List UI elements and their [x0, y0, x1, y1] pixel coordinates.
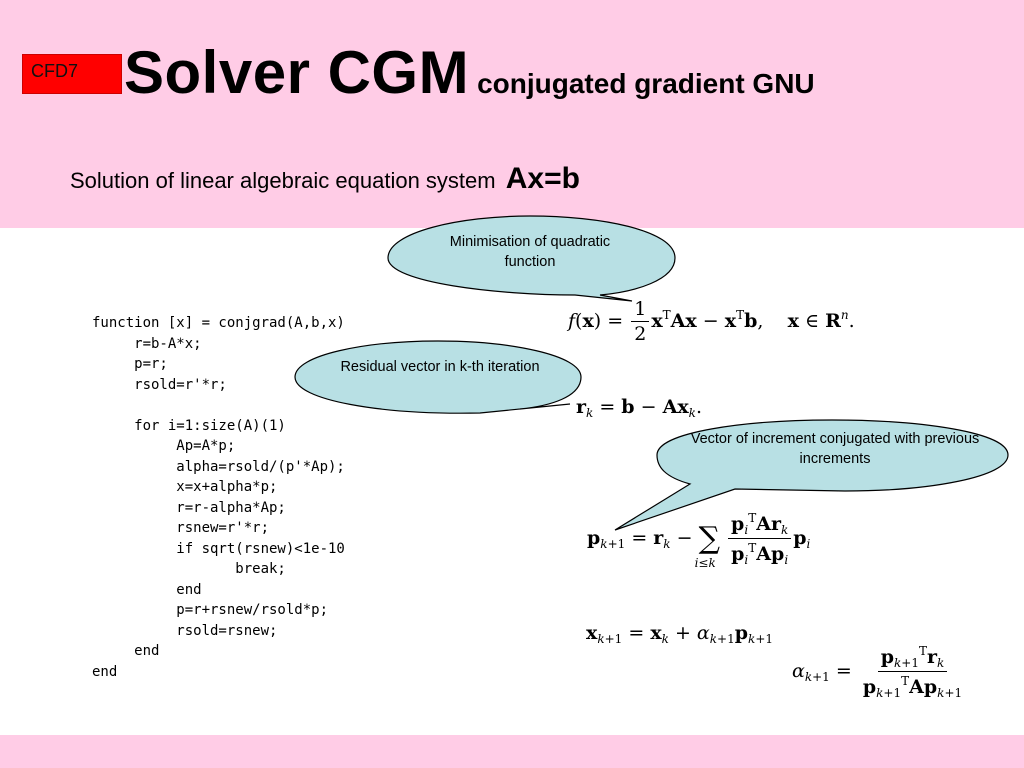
code-line: x=x+alpha*p;	[92, 479, 278, 495]
callout-increment: Vector of increment conjugated with prev…	[690, 431, 980, 467]
footer-band	[0, 735, 1024, 768]
code-block: function [x] = conjgrad(A,b,x) r=b-A*x; …	[92, 313, 345, 682]
formula-update-x: xk+1 = xk + αk+1pk+1	[586, 622, 774, 646]
title-main: Solver CGM	[124, 39, 470, 106]
code-line: end	[92, 581, 202, 598]
code-line: end	[92, 663, 118, 680]
code-line: p=r;	[92, 356, 168, 372]
code-line: r=b-A*x;	[92, 335, 202, 352]
code-line: p=r+rsnew/rsold*p;	[92, 602, 329, 618]
callout-bubble-residual	[294, 340, 582, 414]
code-line: rsold=r'*r;	[92, 376, 227, 393]
code-line: if sqrt(rsnew)<1e-10	[92, 540, 345, 557]
code-line: alpha=rsold/(p'*Ap);	[92, 458, 345, 475]
callout-minimisation: Minimisation of quadratic function	[449, 234, 611, 270]
formula-residual: rk = b − Axk.	[576, 396, 702, 420]
code-line: end	[92, 643, 160, 659]
code-line: break;	[92, 561, 286, 577]
callout-bubble-increment	[614, 419, 1009, 531]
subtitle-text: Solution of linear algebraic equation sy…	[70, 168, 496, 193]
callout-bubble-minimisation	[387, 215, 676, 302]
code-line: rsold=rsnew;	[92, 622, 278, 639]
code-line: for i=1:size(A)(1)	[92, 417, 286, 434]
code-line: Ap=A*p;	[92, 438, 236, 454]
code-line: r=r-alpha*Ap;	[92, 499, 286, 516]
code-line: rsnew=r'*r;	[92, 520, 270, 536]
subtitle-equation: Ax=b	[505, 162, 580, 195]
callout-residual: Residual vector in k-th iteration	[340, 359, 540, 375]
title-sub: conjugated gradient GNU	[477, 68, 815, 99]
header-band	[0, 0, 1024, 228]
code-line: function [x] = conjgrad(A,b,x)	[92, 315, 345, 331]
slide-subtitle: Solution of linear algebraic equation sy…	[70, 162, 580, 196]
cfd7-badge: CFD7	[22, 54, 122, 94]
